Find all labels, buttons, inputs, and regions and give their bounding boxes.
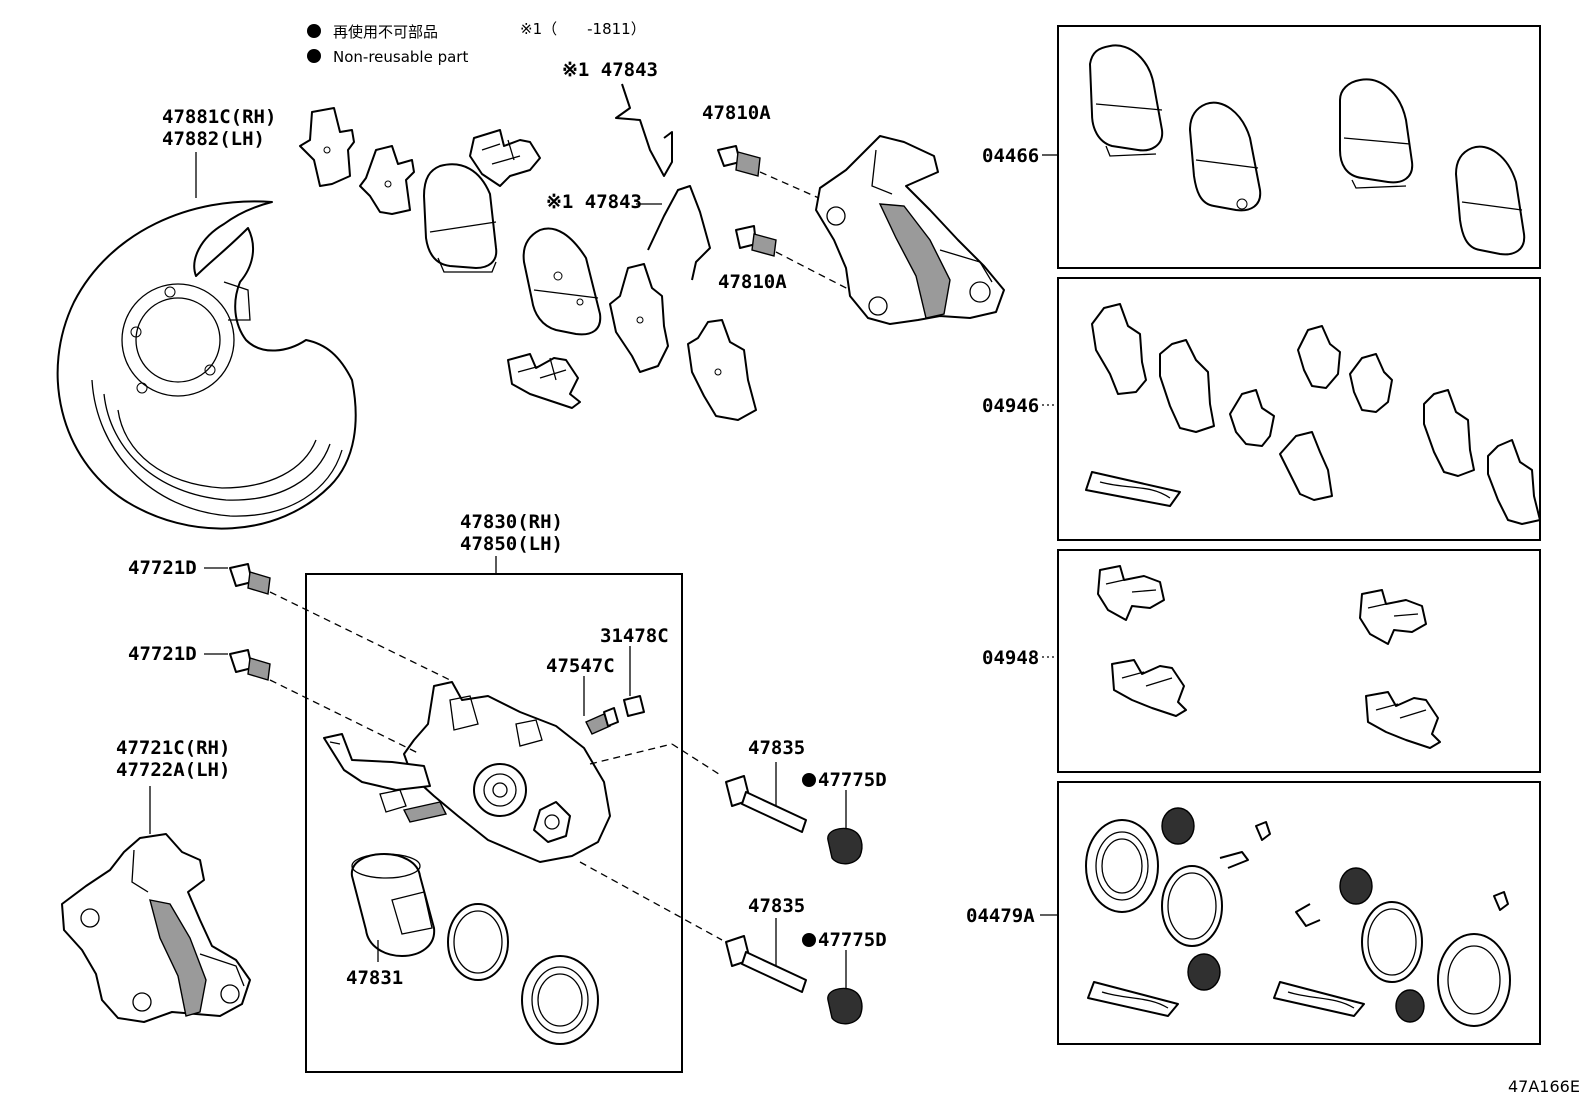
piston (350, 853, 436, 962)
mounting-top (815, 135, 1005, 325)
spring-mid (647, 185, 711, 281)
label-slide-pin-top: 47835 (748, 737, 805, 759)
label-boot-top: 47775D (818, 769, 887, 791)
label-spring-top: ※1 47843 (562, 59, 658, 81)
kit-box-seals (1057, 781, 1541, 1045)
kit-box-pads (1057, 25, 1541, 269)
dash-line (579, 861, 723, 941)
kit-box-clips (1057, 549, 1541, 773)
bolt-mid (735, 225, 851, 291)
dust-cover (56, 152, 357, 530)
boot-bottom (827, 950, 863, 1025)
label-bolt-mid: 47810A (718, 271, 787, 293)
legend-japanese: 再使用不可部品 (333, 23, 438, 41)
label-spring-mid: ※1 47843 (546, 191, 642, 213)
bleeder-screw (583, 676, 619, 735)
mounting-bottom (61, 786, 251, 1023)
dash-line (589, 743, 673, 765)
shim-top-2 (359, 145, 415, 215)
label-kit-clips: 04948 (982, 647, 1039, 669)
label-mounting-rh: 47721C(RH) (116, 737, 230, 759)
label-slide-pin-bottom: 47835 (748, 895, 805, 917)
bolt-47721d-top (229, 563, 451, 681)
label-kit-pads: 04466 (982, 145, 1039, 167)
legend-english: Non-reusable part (333, 48, 468, 66)
label-bolt-top: 47810A (702, 102, 771, 124)
piston-boot (521, 955, 599, 1045)
brake-pad-top-1 (423, 163, 498, 273)
legend-note: ※1（ -1811） (520, 20, 646, 38)
label-bleeder: 47547C (546, 655, 615, 677)
dash-line (671, 743, 723, 777)
label-bolt-a: 47721D (128, 557, 197, 579)
label-dust-cover-rh: 47881C(RH) (162, 106, 276, 128)
slide-pin-top (725, 762, 807, 833)
label-kit-shims: 04946 (982, 395, 1039, 417)
legend-bullet-icon (307, 49, 321, 63)
legend: 再使用不可部品 Non-reusable part ※1（ -1811） (307, 20, 646, 66)
non-reusable-marker-icon (802, 773, 816, 787)
label-piston: 47831 (346, 967, 403, 989)
kit-box-shims (1057, 277, 1541, 541)
shim-top-1 (299, 107, 355, 187)
piston-seal (447, 903, 509, 981)
label-bolt-b: 47721D (128, 643, 197, 665)
non-reusable-marker-icon (802, 933, 816, 947)
bleeder-cap (623, 646, 645, 717)
bolt-47721d-bottom (229, 649, 421, 755)
spring-top (615, 83, 673, 177)
clip-top (469, 129, 541, 187)
label-cap: 31478C (600, 625, 669, 647)
label-dust-cover-lh: 47882(LH) (162, 128, 265, 150)
caliper-assembly-box (305, 573, 683, 1073)
brake-pad-top-2 (522, 227, 602, 336)
shim-bottom-2 (687, 319, 757, 421)
label-caliper-rh: 47830(RH) (460, 511, 563, 533)
boot-top (827, 790, 863, 865)
label-mounting-lh: 47722A(LH) (116, 759, 230, 781)
legend-bullet-icon (307, 24, 321, 38)
label-kit-seals: 04479A (966, 905, 1035, 927)
label-caliper-lh: 47850(LH) (460, 533, 563, 555)
caliper-body (323, 681, 611, 863)
shim-bottom-1 (609, 263, 669, 373)
clip-bottom (507, 353, 581, 409)
drawing-reference: 47A166E (1508, 1077, 1580, 1096)
label-boot-bottom: 47775D (818, 929, 887, 951)
slide-pin-bottom (725, 918, 807, 993)
